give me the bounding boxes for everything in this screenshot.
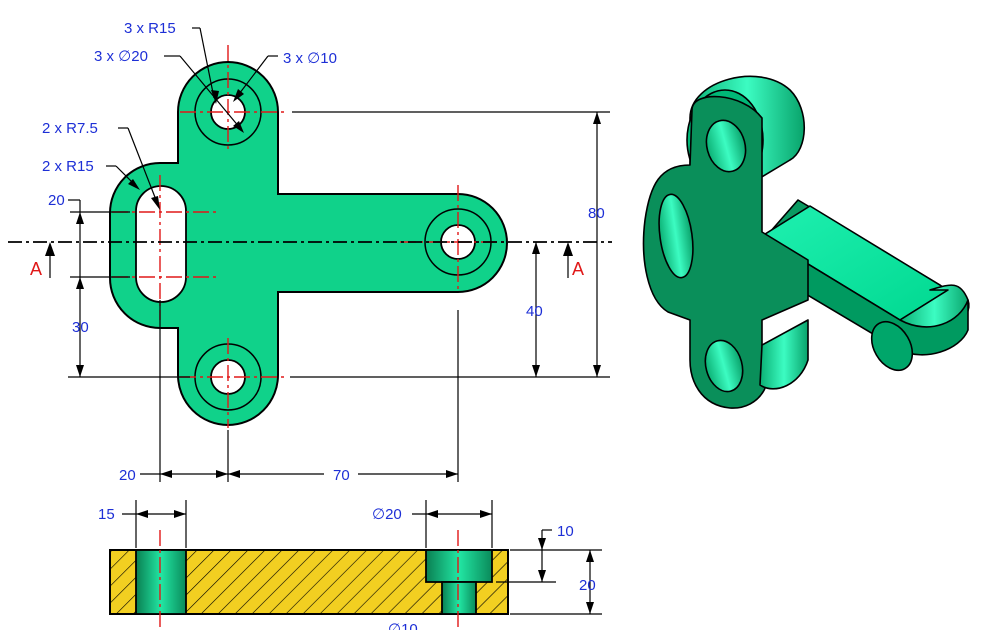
- dim-dia10-partial: ∅10: [388, 621, 418, 630]
- callout-2x-r15: 2 x R15: [42, 158, 94, 175]
- dim-10: 10: [557, 523, 574, 540]
- section-label-right: A: [572, 259, 584, 279]
- section-view: 15 ∅20 10 20 ∅10: [98, 500, 602, 630]
- section-label-left: A: [30, 259, 42, 279]
- section-counterbore: [425, 549, 493, 583]
- dim-30-left: 30: [72, 319, 89, 336]
- iso-arm-hole: [870, 320, 914, 372]
- left-dimensions: [68, 199, 190, 378]
- centerlines: [112, 45, 505, 428]
- iso-arm-front: [761, 235, 969, 356]
- dim-dia20-section: ∅20: [372, 506, 402, 523]
- iso-slot: [658, 193, 694, 279]
- callout-3x-dia20: 3 x ∅20: [94, 48, 148, 65]
- right-dimensions: [290, 111, 610, 378]
- section-through-hole: [441, 581, 477, 615]
- section-line-a-a: A A: [8, 241, 612, 279]
- callout-3x-r15: 3 x R15: [124, 20, 176, 37]
- isometric-view: [642, 75, 970, 409]
- dim-20-bottom: 20: [119, 467, 136, 484]
- iso-top-hole: [705, 119, 747, 173]
- iso-bottom-hole: [704, 339, 744, 393]
- dim-15: 15: [98, 506, 115, 523]
- iso-plate-front: [642, 95, 809, 409]
- section-slot-cut: [135, 549, 187, 615]
- callout-2x-r7-5: 2 x R7.5: [42, 120, 98, 137]
- dim-20-left: 20: [48, 192, 65, 209]
- plan-view: A A 3 x R15 3 x ∅20 3 x ∅10 2 x R7.5 2 x…: [8, 20, 612, 484]
- callout-3x-dia10: 3 x ∅10: [283, 50, 337, 67]
- dim-80: 80: [588, 205, 605, 222]
- dim-70: 70: [333, 467, 350, 484]
- iso-bottom-boss-side: [759, 319, 809, 390]
- dim-20-section: 20: [579, 577, 596, 594]
- dim-40: 40: [526, 303, 543, 320]
- slot: [135, 185, 187, 303]
- callout-leaders: [106, 27, 278, 210]
- section-dimensions: [122, 500, 602, 615]
- part-plan-outline: [109, 61, 508, 426]
